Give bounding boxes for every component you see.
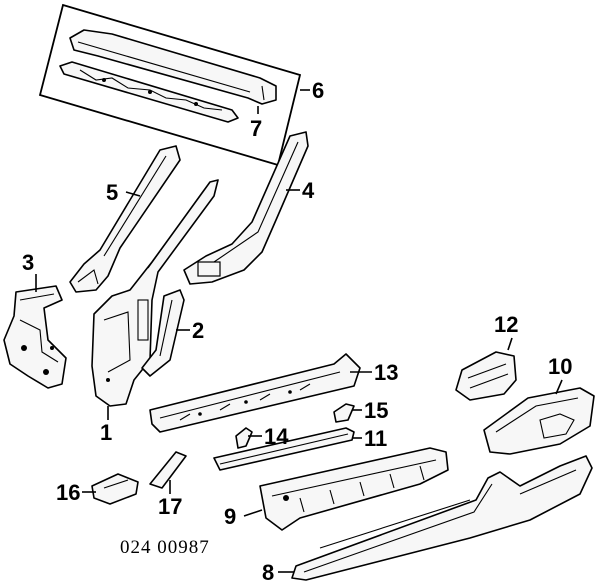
part-11-rocker-reinforcement (213, 427, 355, 471)
part-5-a-pillar (69, 145, 181, 293)
part-7-roof-rail-inner (59, 61, 239, 123)
part-14-clip (235, 427, 253, 449)
callout-9: 9 (224, 504, 236, 529)
part-4-b-pillar (183, 131, 309, 285)
callout-15: 15 (364, 398, 388, 423)
leader-lines (35, 89, 563, 573)
callout-12: 12 (494, 312, 518, 337)
callout-2: 2 (192, 318, 204, 343)
reference-code: 024 00987 (120, 537, 210, 558)
callout-17: 17 (158, 494, 182, 519)
part-9-inner-rocker (259, 447, 449, 531)
callout-6: 6 (312, 78, 324, 103)
callout-16: 16 (56, 480, 80, 505)
callout-10: 10 (548, 354, 572, 379)
part-13-cross-member (149, 353, 361, 433)
part-10-wheelhouse (483, 387, 595, 455)
callout-3: 3 (22, 250, 34, 275)
part-3-hinge-pillar (3, 285, 67, 389)
part-6-roof-rail (69, 29, 277, 105)
callout-13: 13 (374, 360, 398, 385)
part-2-reinforcement (141, 289, 185, 377)
part-15-clip (333, 403, 355, 423)
part-12-bracket (455, 351, 517, 401)
part-1-lower-pillar (91, 179, 219, 407)
callouts: 3 5 6 7 4 2 1 13 12 10 15 14 11 16 17 9 … (22, 78, 572, 585)
callout-14: 14 (264, 424, 289, 449)
callout-11: 11 (364, 426, 387, 451)
callout-7: 7 (250, 116, 262, 141)
callout-4: 4 (302, 178, 315, 203)
callout-1: 1 (100, 420, 112, 445)
callout-8: 8 (262, 560, 274, 585)
part-17-gusset (149, 451, 187, 489)
callout-5: 5 (106, 180, 118, 205)
part-16-floor-bracket (91, 473, 139, 505)
part-8-outer-rocker (291, 455, 593, 581)
